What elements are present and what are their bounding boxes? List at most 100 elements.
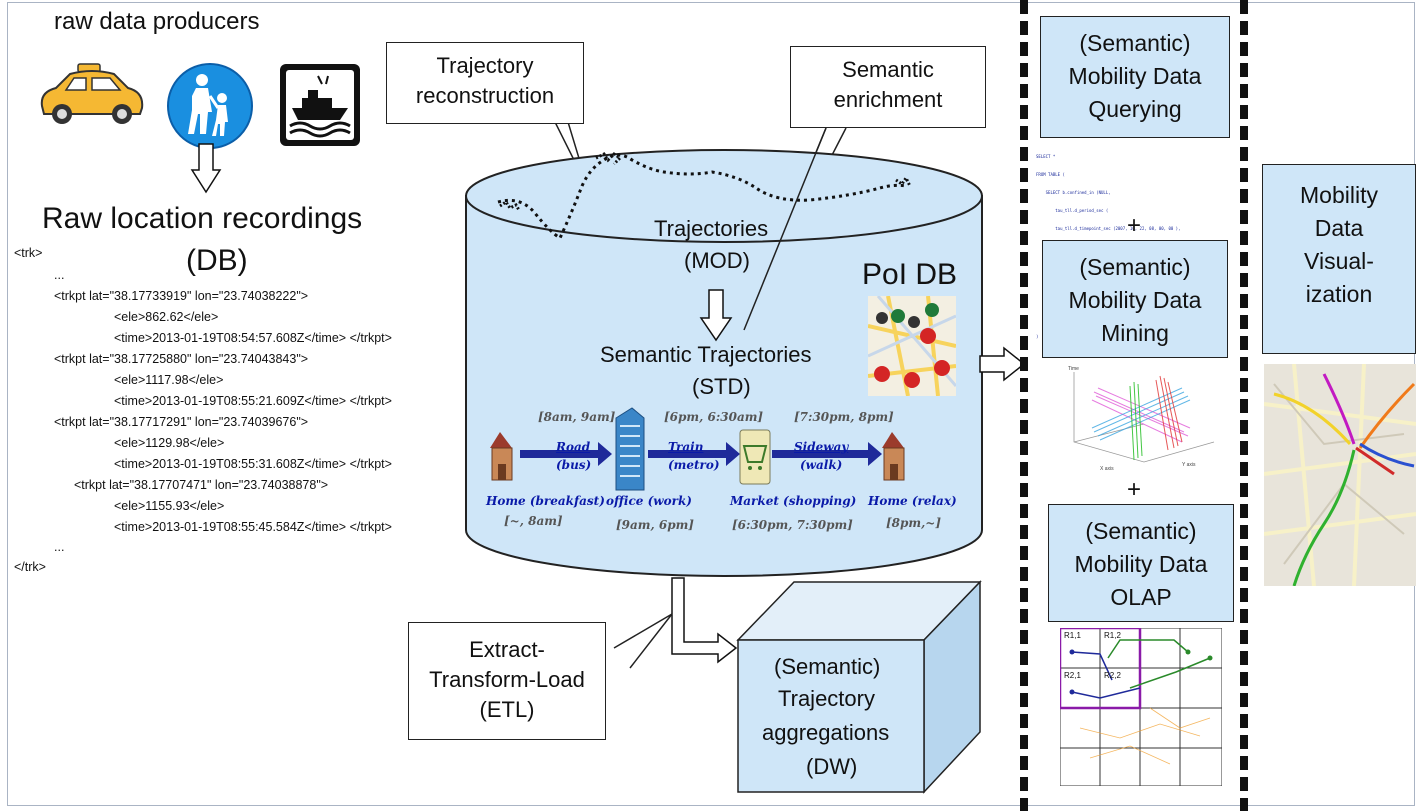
xml-line: <ele>862.62</ele> xyxy=(114,310,219,324)
aggregations-cube xyxy=(736,580,982,794)
olap-cell-label: R2,2 xyxy=(1104,671,1121,680)
note-line: (Semantic) xyxy=(1079,254,1191,280)
metro-label: (metro) xyxy=(668,458,720,472)
xml-line: <trkpt lat="38.17733919" lon="23.7403822… xyxy=(54,289,309,303)
sql-line: ) xyxy=(1036,334,1039,339)
xml-line: <time>2013-01-19T08:54:57.608Z</time> </… xyxy=(114,331,392,345)
callout-line: Transform-Load xyxy=(429,667,585,692)
plus-sign: + xyxy=(1127,476,1142,503)
raw-recordings-db: (DB) xyxy=(186,244,248,277)
pedestrian-sign-icon xyxy=(167,63,253,149)
time-range-label: [8pm,~] xyxy=(886,516,942,530)
poi-map-image xyxy=(868,296,956,396)
xml-line: <trkpt lat="38.17717291" lon="23.7403967… xyxy=(54,415,309,429)
time-range-label: [6pm, 6:30am] xyxy=(664,410,764,424)
sql-line: tau_tll.d_timepoint_sec (2007, 10, 22, 0… xyxy=(1036,226,1181,231)
aggregations-line: Trajectory xyxy=(778,686,875,711)
trajectories-label: Trajectories xyxy=(654,216,769,241)
xml-line: ... xyxy=(54,268,65,282)
producers-title: raw data producers xyxy=(54,8,260,35)
mobility-mining-note: (Semantic) Mobility Data Mining xyxy=(1042,240,1228,358)
note-line: ization xyxy=(1305,281,1373,307)
mobility-olap-note: (Semantic) Mobility Data OLAP xyxy=(1048,504,1234,622)
note-line: Mobility Data xyxy=(1074,551,1208,577)
note-line: Mobility Data xyxy=(1068,287,1202,313)
mod-label: (MOD) xyxy=(684,248,750,273)
poi-db-label: PoI DB xyxy=(862,258,958,291)
note-line: Visual- xyxy=(1304,248,1374,274)
note-line: (Semantic) xyxy=(1085,518,1197,544)
film-strip-border-right xyxy=(1240,0,1248,811)
taxi-icon xyxy=(40,63,144,124)
time-range-label: [6:30pm, 7:30pm] xyxy=(732,518,853,532)
stop-label: Home (breakfast) xyxy=(486,494,605,508)
callout-line: Extract- xyxy=(469,637,545,662)
callout-line: enrichment xyxy=(833,87,943,112)
etl-callout: Extract- Transform-Load (ETL) xyxy=(408,622,606,740)
sideway-label: Sideway xyxy=(794,440,849,454)
olap-cell-label: R1,1 xyxy=(1064,631,1081,640)
sql-line: FROM TABLE ( xyxy=(1036,172,1065,177)
home-icon xyxy=(882,432,905,481)
note-line: Querying xyxy=(1088,96,1182,122)
callout-line: reconstruction xyxy=(415,83,555,108)
down-arrow-icon xyxy=(190,143,222,194)
std-label: (STD) xyxy=(692,374,751,399)
note-line: OLAP xyxy=(1110,584,1172,610)
stop-label: Market (shopping) xyxy=(730,494,857,508)
raw-recordings-title: Raw location recordings xyxy=(42,202,363,235)
stop-label: office (work) xyxy=(606,494,692,508)
callout-line: Semantic xyxy=(842,57,934,82)
time-range-label: [7:30pm, 8pm] xyxy=(794,410,894,424)
film-strip-border-left xyxy=(1020,0,1028,811)
note-line: Mobility Data xyxy=(1068,63,1202,89)
semantic-trajectories-label: Semantic Trajectories xyxy=(600,342,812,367)
callout-line: Trajectory xyxy=(436,53,534,78)
xml-line: <time>2013-01-19T08:55:45.584Z</time> </… xyxy=(114,520,392,534)
axis-label-x: X axis xyxy=(1100,466,1114,472)
axis-label-time: Time xyxy=(1068,366,1079,372)
mining-3d-plot: Time X axis Y axis xyxy=(1064,362,1226,474)
ship-icon xyxy=(280,64,360,146)
olap-grid-image: R1,1 R1,2 R2,1 R2,2 xyxy=(1060,628,1222,786)
time-range-label: [~, 8am] xyxy=(504,514,563,528)
xml-line: <time>2013-01-19T08:55:21.609Z</time> </… xyxy=(114,394,392,408)
train-label: Train xyxy=(668,440,704,454)
xml-line: <trkpt lat="38.17725880" lon="23.7404384… xyxy=(54,352,309,366)
note-line: Data xyxy=(1314,215,1364,241)
shopping-cart-icon xyxy=(739,429,771,485)
plus-sign: + xyxy=(1127,212,1142,239)
road-label: Road xyxy=(556,440,591,454)
aggregations-line: aggregations xyxy=(762,720,890,745)
xml-line: <trkpt lat="38.17707471" lon="23.7403887… xyxy=(74,478,329,492)
sql-line: SELECT * xyxy=(1036,154,1056,159)
home-icon xyxy=(490,432,513,481)
bus-label: (bus) xyxy=(556,458,592,472)
xml-line: <ele>1117.98</ele> xyxy=(114,373,224,387)
sql-line: tau_tll.d_period_sec ( xyxy=(1036,208,1109,213)
olap-cell-label: R1,2 xyxy=(1104,631,1121,640)
time-range-label: [9am, 6pm] xyxy=(616,518,694,532)
note-line: Mobility xyxy=(1300,182,1378,208)
semantic-enrichment-callout: Semantic enrichment xyxy=(790,46,986,128)
xml-line: <time>2013-01-19T08:55:31.608Z</time> </… xyxy=(114,457,392,471)
aggregations-line: (Semantic) xyxy=(774,654,881,679)
mobility-visualization-note: Mobility Data Visual- ization xyxy=(1262,164,1416,354)
time-range-label: [8am, 9am] xyxy=(538,410,616,424)
mobility-querying-note: (Semantic) Mobility Data Querying xyxy=(1040,16,1230,138)
xml-line: <ele>1155.93</ele> xyxy=(114,499,225,513)
xml-line: </trk> xyxy=(14,560,46,574)
xml-line: <trk> xyxy=(14,246,43,260)
xml-line: ... xyxy=(54,540,65,554)
xml-line: <ele>1129.98</ele> xyxy=(114,436,225,450)
note-line: (Semantic) xyxy=(1079,30,1191,56)
stop-label: Home (relax) xyxy=(868,494,957,508)
callout-line: (ETL) xyxy=(479,697,535,722)
axis-label-y: Y axis xyxy=(1182,462,1196,468)
office-building-icon xyxy=(615,407,645,491)
trajectory-reconstruction-callout: Trajectory reconstruction xyxy=(386,42,584,124)
olap-cell-label: R2,1 xyxy=(1064,671,1081,680)
aggregations-line: (DW) xyxy=(806,754,858,779)
note-line: Mining xyxy=(1101,320,1169,346)
